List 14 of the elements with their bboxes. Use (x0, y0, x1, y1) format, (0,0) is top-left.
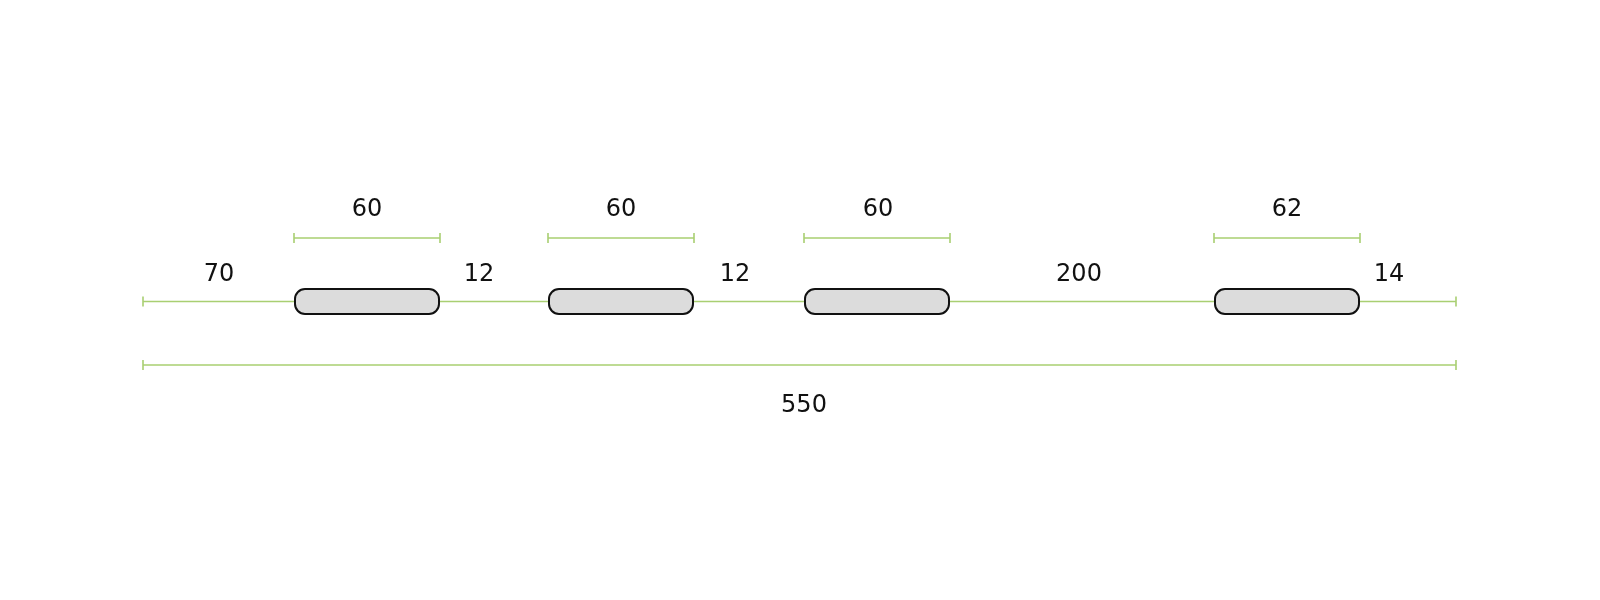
dimension-value: 200 (1056, 259, 1102, 287)
rounded-bar (804, 288, 950, 315)
dimension-value: 12 (719, 259, 751, 287)
dimension-value: 14 (1373, 259, 1405, 287)
dimension-value: 70 (203, 259, 235, 287)
dimension-value: 550 (781, 390, 827, 418)
dimension-value: 60 (862, 194, 894, 222)
dimension-value: 60 (351, 194, 383, 222)
dimension-value: 62 (1271, 194, 1303, 222)
dimension-value: 12 (463, 259, 495, 287)
rounded-bar (1214, 288, 1360, 315)
rounded-bar (548, 288, 694, 315)
dimension-value: 60 (605, 194, 637, 222)
rounded-bar (294, 288, 440, 315)
